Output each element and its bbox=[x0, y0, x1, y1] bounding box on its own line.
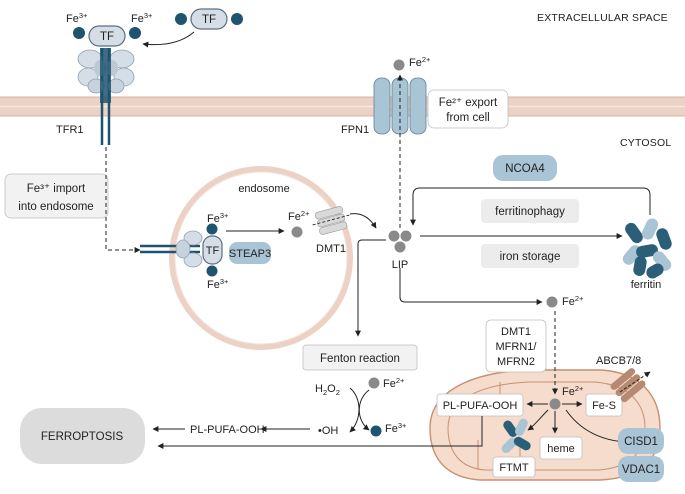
svg-text:DMT1: DMT1 bbox=[501, 326, 531, 338]
svg-text:Fenton reaction: Fenton reaction bbox=[320, 353, 400, 365]
plasma-membrane bbox=[0, 96, 685, 117]
ferritinophagy-box: ferritinophagy bbox=[481, 199, 579, 223]
endosome-label: endosome bbox=[238, 183, 289, 195]
fpn1-exporter bbox=[373, 77, 427, 135]
abcb78-label: ABCB7/8 bbox=[596, 355, 641, 367]
export-box: Fe²⁺ export from cell bbox=[427, 89, 509, 129]
lip-to-fenton-arrow bbox=[355, 239, 386, 337]
tfr1-in-endosome: TF bbox=[140, 223, 223, 277]
tfr1-receptor bbox=[77, 48, 135, 145]
dmt1-endosome-label: DMT1 bbox=[316, 243, 346, 255]
heme-box: heme bbox=[539, 436, 583, 460]
fe3-endosome-bottom: Fe3+ bbox=[207, 277, 229, 291]
svg-text:STEAP3: STEAP3 bbox=[229, 248, 271, 260]
mito-lipid-to-ferroptosis-arrow bbox=[157, 416, 483, 449]
ftmt-cluster bbox=[501, 418, 531, 454]
svg-text:NCOA4: NCOA4 bbox=[505, 163, 545, 175]
iron-storage-box: iron storage bbox=[481, 244, 579, 268]
ferritin-cluster bbox=[622, 218, 672, 279]
pl-pufa-ooh-cytosol: PL-PUFA-OOH bbox=[190, 424, 265, 436]
svg-text:VDAC1: VDAC1 bbox=[622, 464, 660, 476]
import-box: Fe³⁺ import into endosome bbox=[4, 173, 109, 219]
svg-text:iron storage: iron storage bbox=[500, 251, 561, 263]
fe2-exported-dot bbox=[393, 59, 405, 71]
fpn1-label: FPN1 bbox=[341, 124, 369, 136]
pl-pufa-ooh-mito-box: PL-PUFA-OOH bbox=[436, 393, 524, 417]
svg-text:CISD1: CISD1 bbox=[624, 436, 658, 448]
mito-transporter-box: DMT1 MFRN1/ MFRN2 bbox=[485, 319, 547, 373]
h2o2-label: H2O2 bbox=[315, 383, 340, 397]
vdac1-box: VDAC1 bbox=[618, 456, 664, 482]
fe2-endosome-dot bbox=[291, 226, 303, 238]
labile-iron-pool bbox=[388, 230, 412, 253]
fe2-mito-dot bbox=[549, 398, 561, 410]
fenton-curve-right bbox=[358, 389, 370, 431]
ncoa4-box: NCOA4 bbox=[493, 155, 557, 181]
svg-text:FTMT: FTMT bbox=[499, 462, 529, 474]
fe3-fenton-label: Fe3+ bbox=[385, 421, 407, 435]
lip-label: LIP bbox=[392, 259, 409, 271]
svg-text:TF: TF bbox=[202, 14, 216, 26]
fe3-label-right: Fe3+ bbox=[131, 11, 153, 25]
abcb78-export-arrow bbox=[619, 371, 651, 393]
svg-text:MFRN1/: MFRN1/ bbox=[496, 341, 538, 353]
dmt1-endosome-transporter bbox=[312, 206, 350, 235]
fe3-endosome-top: Fe3+ bbox=[207, 211, 229, 225]
svg-text:Fe³⁺ import: Fe³⁺ import bbox=[27, 183, 86, 195]
free-transferrin: TF bbox=[175, 8, 243, 30]
fe3-fenton-dot bbox=[370, 425, 382, 437]
svg-text:FERROPTOSIS: FERROPTOSIS bbox=[41, 431, 124, 443]
fe2-mito-label: Fe2+ bbox=[562, 384, 584, 398]
fenton-curve-left bbox=[349, 387, 360, 433]
fe2-fenton-dot bbox=[368, 377, 380, 389]
tfr1-label: TFR1 bbox=[56, 124, 84, 136]
fe3-label-left: Fe3+ bbox=[66, 11, 88, 25]
svg-text:TF: TF bbox=[100, 31, 114, 43]
fe2-cytosol-dot bbox=[546, 296, 558, 308]
extracellular-space-label: EXTRACELLULAR SPACE bbox=[537, 12, 668, 24]
fe2-to-ftmt-arrow bbox=[527, 409, 549, 431]
tf-binding-arrow bbox=[142, 31, 195, 48]
fe2-fenton-label: Fe2+ bbox=[383, 376, 405, 390]
fe-s-box: Fe-S bbox=[585, 393, 623, 417]
svg-text:into endosome: into endosome bbox=[18, 201, 93, 213]
ferritin-label: ferritin bbox=[631, 279, 662, 291]
lip-to-mito-arrow bbox=[399, 268, 543, 305]
svg-text:Fe-S: Fe-S bbox=[592, 400, 616, 412]
svg-text:ferritinophagy: ferritinophagy bbox=[495, 206, 565, 218]
cytosol-label: CYTOSOL bbox=[620, 137, 671, 149]
cisd1-box: CISD1 bbox=[618, 428, 664, 454]
svg-text:MFRN2: MFRN2 bbox=[497, 356, 535, 368]
fe2-exported-label: Fe2+ bbox=[409, 55, 431, 69]
fe2-endosome-label: Fe2+ bbox=[288, 209, 310, 223]
steap3-box: STEAP3 bbox=[229, 242, 271, 264]
endocytosis-arrow bbox=[105, 147, 141, 253]
tf-bound-at-receptor: TF bbox=[73, 25, 141, 47]
svg-text:PL-PUFA-OOH: PL-PUFA-OOH bbox=[443, 400, 518, 412]
fe2-cytosol-label: Fe2+ bbox=[562, 294, 584, 308]
svg-text:TF: TF bbox=[206, 245, 220, 257]
svg-text:heme: heme bbox=[547, 443, 575, 455]
ferroptosis-box: FERROPTOSIS bbox=[20, 408, 145, 464]
ferritinophagy-arrow bbox=[410, 187, 651, 226]
dmt1-to-lip-arrow bbox=[349, 213, 377, 229]
svg-text:Fe²⁺ export: Fe²⁺ export bbox=[439, 97, 498, 109]
fenton-box: Fenton reaction bbox=[302, 344, 418, 371]
hydroxyl-radical-label: •OH bbox=[318, 425, 338, 437]
svg-text:from cell: from cell bbox=[446, 112, 489, 124]
ftmt-box: FTMT bbox=[492, 456, 536, 478]
